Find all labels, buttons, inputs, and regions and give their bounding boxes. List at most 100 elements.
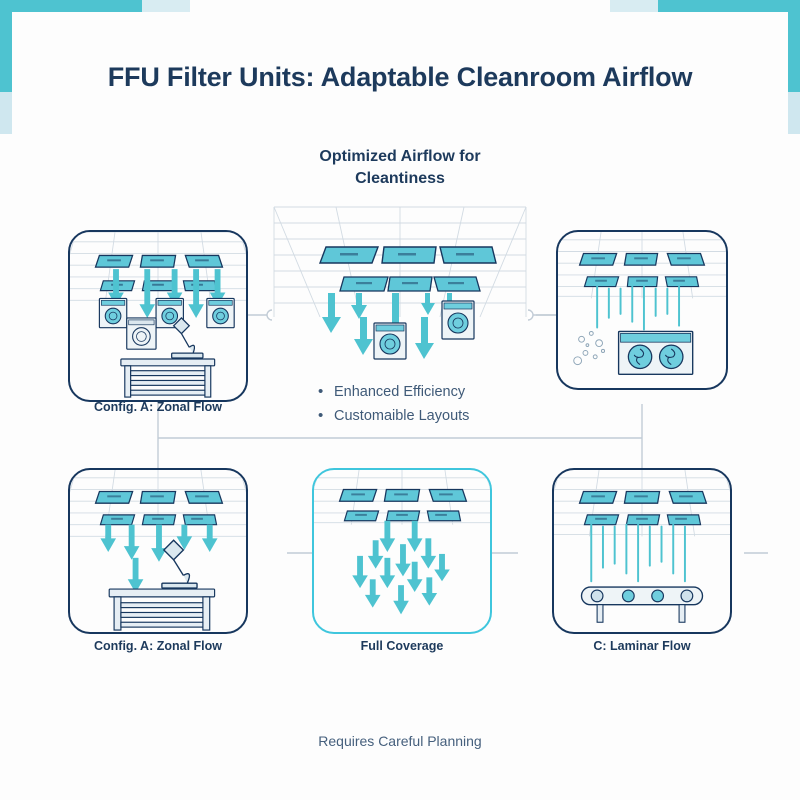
panel-laminar-fan-unit[interactable] — [556, 230, 728, 390]
dual-fan-cabinet-icon — [617, 330, 694, 376]
down-arrow-icon — [379, 557, 396, 589]
ffu-tile-icon — [623, 252, 659, 266]
ffu-tile-icon — [385, 510, 421, 522]
dust-particles-icon — [573, 330, 606, 366]
ffu-tile-icon — [664, 276, 700, 288]
ffu-tile-icon — [433, 276, 481, 292]
down-arrow-icon — [379, 520, 396, 552]
scene-laminar-streams-fanunit — [558, 232, 726, 376]
down-arrow-icon — [188, 269, 204, 318]
ffu-tile-icon — [139, 490, 177, 504]
workbench-icon — [108, 588, 216, 631]
microscope-icon — [171, 317, 204, 359]
filter-fan-unit-icon — [441, 300, 475, 340]
ffu-tile-row-top — [578, 252, 706, 266]
panel-caption-config-a-zonal-top: Config. A: Zonal Flow — [94, 400, 222, 414]
ffu-tile-row-bottom — [583, 276, 700, 288]
ffu-tile-icon — [578, 490, 618, 504]
decor-top-left-pale-strip — [142, 0, 190, 12]
panel-caption-config-a-zonal-bottom: Config. A: Zonal Flow — [94, 639, 222, 653]
down-arrow-icon — [415, 317, 434, 359]
ffu-tile-icon — [578, 252, 618, 266]
ffu-tile-icon — [99, 514, 136, 526]
ffu-tile-icon — [338, 488, 378, 502]
ffu-tile-icon — [343, 510, 380, 522]
panel-central-overview[interactable] — [272, 205, 528, 375]
scene-laminar-streams-conveyor — [554, 470, 730, 623]
down-arrow-icon — [420, 538, 437, 569]
page-title: FFU Filter Units: Adaptable Cleanroom Ai… — [107, 62, 693, 92]
scene-zonal-arrows-microscope — [70, 470, 246, 631]
ffu-tile-icon — [94, 254, 134, 268]
footnote-text: Requires Careful Planning — [318, 733, 482, 749]
down-arrow-icon — [201, 524, 218, 552]
ffu-tile-icon — [184, 490, 224, 504]
ffu-tile-row-top — [338, 488, 468, 502]
filter-fan-unit-icon — [373, 322, 407, 360]
conveyor-belt-icon — [580, 586, 704, 623]
ffu-tile-icon — [318, 246, 380, 264]
down-arrow-icon — [176, 524, 193, 551]
down-arrow-icon — [393, 585, 409, 615]
filter-fan-unit-icon — [126, 317, 157, 350]
ffu-tile-icon — [339, 276, 389, 292]
down-arrow-icon — [123, 524, 140, 560]
down-arrow-icon — [139, 269, 156, 318]
down-arrow-icon — [406, 561, 423, 592]
down-arrow-icon — [434, 553, 450, 582]
bullet-item: Customaible Layouts — [318, 404, 548, 428]
airflow-arrows-group — [352, 520, 450, 615]
panel-laminar-flow[interactable] — [552, 468, 732, 634]
down-arrow-icon — [100, 524, 117, 552]
ffu-tile-icon — [387, 276, 433, 292]
laminar-stream-group — [590, 523, 686, 583]
scene-wide-ceiling-arrows — [273, 206, 527, 360]
ffu-tile-row-top — [94, 490, 224, 504]
scene-zonal-washers-microscope — [70, 232, 246, 398]
ffu-tile-icon — [623, 490, 661, 504]
ffu-tile-icon — [383, 488, 421, 502]
panel-full-coverage[interactable] — [312, 468, 492, 634]
down-arrow-icon — [406, 520, 423, 552]
filter-fan-unit-icon — [155, 297, 184, 329]
ffu-tile-row-bottom — [339, 276, 481, 292]
down-arrow-icon — [364, 579, 381, 608]
down-arrow-icon — [127, 557, 144, 593]
filter-fan-unit-icon — [206, 297, 235, 329]
down-arrow-icon — [351, 293, 367, 319]
page-subtitle: Optimized Airflow for Cleantiness — [0, 146, 800, 190]
ffu-tile-row-top — [578, 490, 708, 504]
ffu-tile-row-bottom — [343, 510, 462, 522]
down-arrow-icon — [421, 293, 435, 315]
ffu-tile-icon — [182, 280, 218, 292]
subtitle-line-1: Optimized Airflow for — [319, 148, 481, 165]
ffu-tile-icon — [625, 514, 661, 526]
filter-fan-unit-icon — [98, 297, 128, 329]
microscope-icon — [161, 539, 198, 589]
ffu-tile-icon — [583, 276, 620, 288]
ffu-tile-icon — [668, 490, 708, 504]
ffu-tile-row-top — [94, 254, 224, 268]
laminar-stream-group — [596, 285, 681, 331]
ffu-tile-icon — [666, 252, 706, 266]
panel-config-a-zonal-top[interactable] — [68, 230, 248, 402]
ffu-tile-icon — [428, 488, 468, 502]
airflow-arrows-group — [100, 524, 218, 593]
down-arrow-icon — [322, 293, 341, 333]
down-arrow-icon — [354, 317, 373, 355]
down-arrow-icon — [395, 544, 411, 577]
ffu-tile-row-top — [318, 246, 497, 264]
ffu-tile-icon — [184, 254, 224, 268]
ffu-tile-icon — [426, 510, 462, 522]
scene-many-down-arrows — [314, 470, 490, 615]
down-arrow-icon — [367, 540, 384, 569]
ffu-tile-icon — [182, 514, 218, 526]
feature-bullet-list: Enhanced Efficiency Customaible Layouts — [318, 380, 548, 428]
ffu-tile-row-bottom — [99, 514, 218, 526]
ffu-tile-icon — [381, 246, 437, 264]
ffu-tile-icon — [583, 514, 620, 526]
ffu-tile-icon — [141, 514, 177, 526]
panel-config-a-zonal-bottom[interactable] — [68, 468, 248, 634]
workbench-icon — [120, 358, 216, 398]
